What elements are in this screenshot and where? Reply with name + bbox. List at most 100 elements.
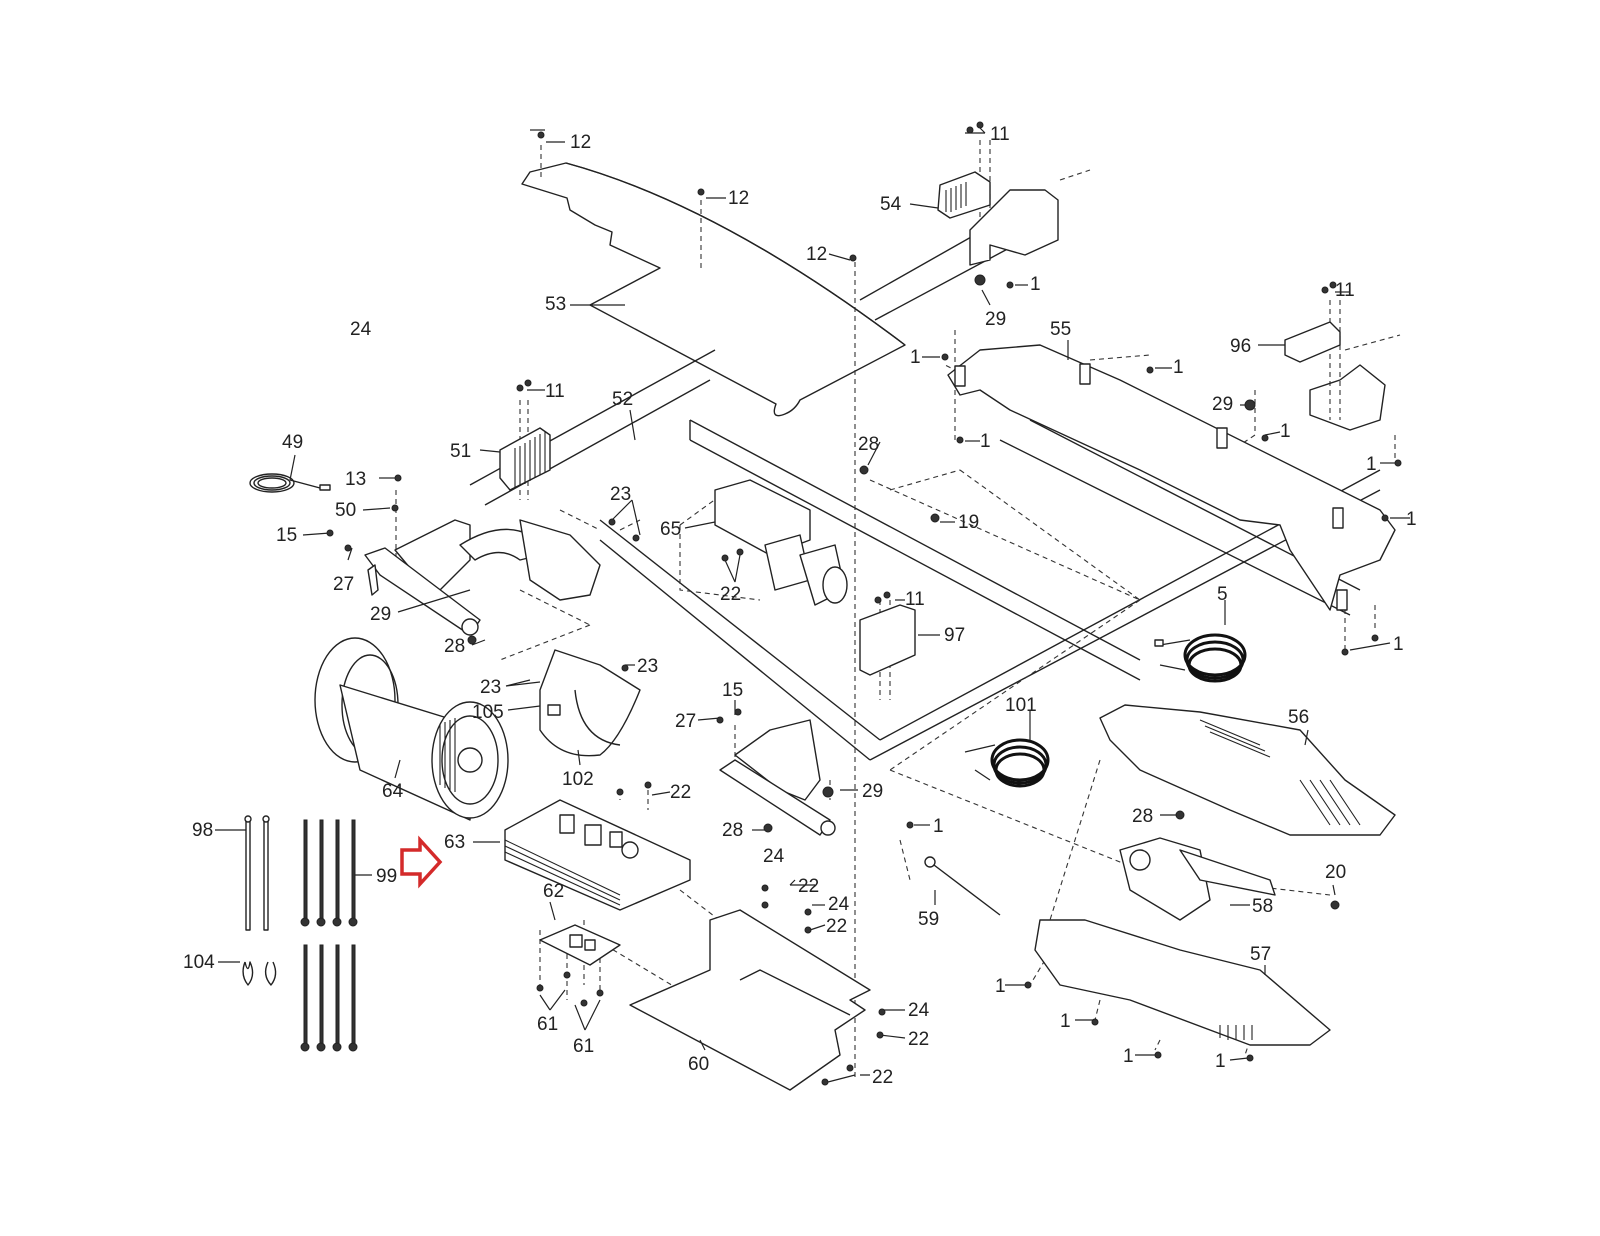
- hood-bottom-57: [1034, 919, 1331, 1046]
- callout-99: 99: [376, 866, 397, 887]
- callout-28: 28: [444, 636, 465, 657]
- callout-labels: 12 12 12 11 11 11 11 54 1 29 24 53 55 96…: [183, 124, 1417, 1088]
- callout-12: 12: [570, 132, 591, 153]
- callout-1: 1: [933, 816, 944, 837]
- leader-lines: [215, 127, 1410, 1083]
- callout-24: 24: [763, 846, 785, 867]
- hood-mount-55: [947, 344, 1396, 611]
- cable-49: [249, 473, 331, 493]
- callout-49: 49: [282, 432, 303, 453]
- callout-98: 98: [192, 820, 213, 841]
- callout-24: 24: [350, 319, 372, 340]
- callout-54: 54: [880, 194, 902, 215]
- callout-22: 22: [908, 1029, 929, 1050]
- clips-104: [242, 961, 277, 986]
- bracket-96: [1284, 321, 1386, 431]
- left-bracket: [364, 519, 601, 636]
- cover-51: [499, 427, 551, 491]
- callout-1: 1: [1060, 1011, 1071, 1032]
- callout-12: 12: [728, 188, 749, 209]
- callout-1: 1: [1366, 454, 1377, 475]
- callout-96: 96: [1230, 336, 1251, 357]
- callout-29: 29: [985, 309, 1006, 330]
- callout-63: 63: [444, 832, 465, 853]
- drive-motor-64: [314, 637, 509, 821]
- cable-5: [1154, 633, 1247, 683]
- callout-22: 22: [670, 782, 691, 803]
- callout-65: 65: [660, 519, 681, 540]
- callout-29: 29: [370, 604, 391, 625]
- callout-15: 15: [722, 680, 743, 701]
- callout-27: 27: [675, 711, 696, 732]
- callout-22: 22: [826, 916, 847, 937]
- callout-1: 1: [1123, 1046, 1134, 1067]
- callout-61: 61: [537, 1014, 558, 1035]
- callout-101: 101: [1005, 695, 1037, 716]
- callout-1: 1: [910, 347, 921, 368]
- callout-62: 62: [543, 881, 564, 902]
- callout-1: 1: [1280, 421, 1291, 442]
- rods-98: [244, 815, 270, 931]
- callout-97: 97: [944, 625, 965, 646]
- callout-59: 59: [918, 909, 939, 930]
- callout-1: 1: [995, 976, 1006, 997]
- callout-52: 52: [612, 389, 633, 410]
- callout-12: 12: [806, 244, 827, 265]
- callout-29: 29: [862, 781, 883, 802]
- callout-23: 23: [610, 484, 631, 505]
- callout-64: 64: [382, 781, 404, 802]
- callout-1: 1: [980, 431, 991, 452]
- callout-1: 1: [1030, 274, 1041, 295]
- callout-11: 11: [1335, 280, 1355, 301]
- callout-11: 11: [545, 381, 565, 402]
- callout-28: 28: [858, 434, 879, 455]
- callout-22: 22: [720, 584, 741, 605]
- callout-13: 13: [345, 469, 366, 490]
- callout-104: 104: [183, 952, 215, 973]
- hood-panel-53: [521, 162, 906, 417]
- part-97: [859, 604, 916, 676]
- callout-20: 20: [1325, 862, 1346, 883]
- callout-23: 23: [480, 677, 501, 698]
- callout-51: 51: [450, 441, 471, 462]
- hood-top-56: [1099, 704, 1396, 836]
- mounting-plate-60: [629, 909, 871, 1091]
- callout-28: 28: [1132, 806, 1153, 827]
- highlight-arrow: [400, 835, 443, 889]
- callout-11: 11: [990, 124, 1010, 145]
- cable-101: [964, 738, 1050, 788]
- callout-56: 56: [1288, 707, 1309, 728]
- callout-61: 61: [573, 1036, 594, 1057]
- callout-22: 22: [872, 1067, 893, 1088]
- callout-60: 60: [688, 1054, 709, 1075]
- motor-clamp-102: [539, 649, 641, 757]
- callout-22: 22: [798, 876, 819, 897]
- callout-5: 5: [1217, 584, 1228, 605]
- callout-1: 1: [1406, 509, 1417, 530]
- hood-bracket-54: [937, 171, 1059, 266]
- callout-1: 1: [1393, 634, 1404, 655]
- incline-motor-65: [714, 479, 848, 606]
- callout-24: 24: [828, 894, 850, 915]
- callout-23: 23: [637, 656, 658, 677]
- callout-58: 58: [1252, 896, 1273, 917]
- callout-1: 1: [1215, 1051, 1226, 1072]
- callout-53: 53: [545, 294, 566, 315]
- callout-29: 29: [1212, 394, 1233, 415]
- board-62: [539, 924, 621, 966]
- callout-11: 11: [905, 589, 925, 610]
- callout-15: 15: [276, 525, 297, 546]
- ties-99: [300, 819, 358, 1052]
- screw-icons: [326, 121, 1402, 1086]
- callout-105: 105: [472, 702, 504, 723]
- callout-28: 28: [722, 820, 743, 841]
- callout-1: 1: [1173, 357, 1184, 378]
- callout-24: 24: [908, 1000, 930, 1021]
- controller-board-63: [504, 799, 691, 911]
- callout-102: 102: [562, 769, 594, 790]
- callout-57: 57: [1250, 944, 1271, 965]
- callout-27: 27: [333, 574, 354, 595]
- bracket-58: [1119, 837, 1276, 921]
- right-bracket: [719, 719, 836, 836]
